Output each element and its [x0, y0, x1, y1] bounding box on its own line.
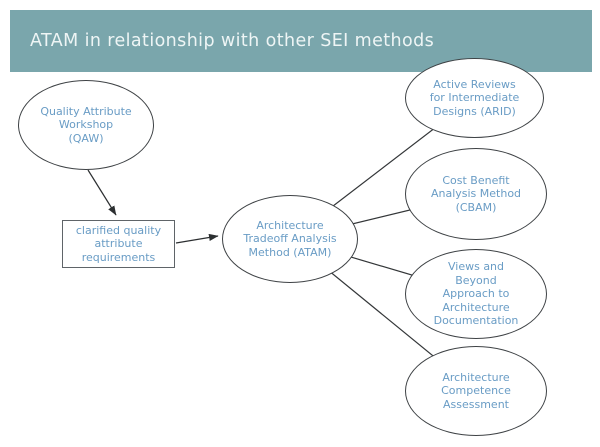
node-qaw-label: Quality Attribute Workshop (QAW)	[40, 104, 132, 145]
node-clarified-requirements: clarified quality attribute requirements	[62, 220, 175, 268]
node-architecture-competence-label: Architecture Competence Assessment	[441, 370, 511, 411]
node-clarified-requirements-label: clarified quality attribute requirements	[75, 223, 162, 264]
slide-title-bar: ATAM in relationship with other SEI meth…	[10, 10, 592, 72]
node-cbam: Cost Benefit Analysis Method (CBAM)	[405, 148, 547, 240]
node-views-beyond-label: Views and Beyond Approach to Architectur…	[433, 260, 519, 328]
node-cbam-label: Cost Benefit Analysis Method (CBAM)	[430, 173, 522, 214]
edge-qaw-to-requirements	[87, 169, 117, 216]
node-atam-label: Architecture Tradeoff Analysis Method (A…	[243, 218, 337, 259]
node-atam: Architecture Tradeoff Analysis Method (A…	[222, 195, 358, 283]
node-qaw: Quality Attribute Workshop (QAW)	[18, 80, 154, 170]
node-architecture-competence: Architecture Competence Assessment	[405, 346, 547, 436]
edge-requirements-to-atam	[175, 233, 219, 244]
node-arid: Active Reviews for Intermediate Designs …	[405, 58, 544, 138]
node-arid-label: Active Reviews for Intermediate Designs …	[429, 77, 520, 118]
slide-title: ATAM in relationship with other SEI meth…	[30, 31, 435, 51]
node-views-beyond: Views and Beyond Approach to Architectur…	[405, 249, 547, 339]
